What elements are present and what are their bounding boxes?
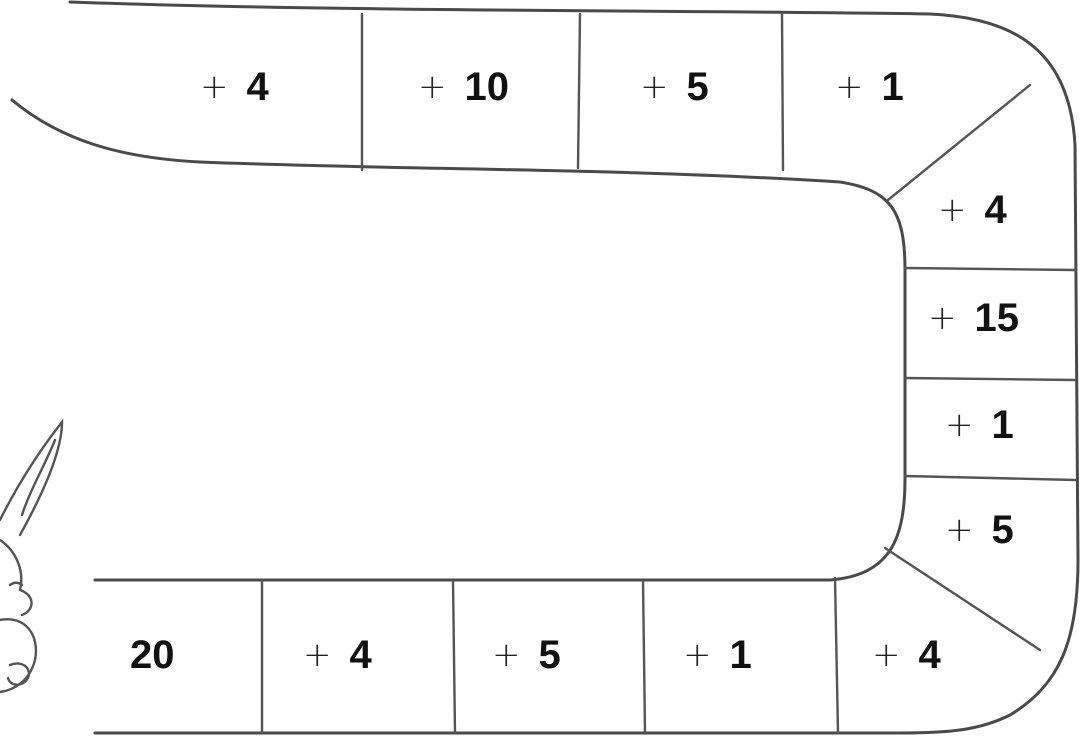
track-cell: +1 (945, 400, 1014, 450)
cell-value: 1 (882, 62, 904, 112)
track-cell: +10 (418, 62, 509, 112)
track-cell: +5 (640, 62, 709, 112)
cell-value: 4 (350, 630, 372, 680)
cell-value: 5 (539, 630, 561, 680)
plus-sign: + (945, 505, 974, 555)
plus-sign: + (938, 185, 967, 235)
cell-value: 4 (919, 630, 941, 680)
plus-sign: + (200, 62, 229, 112)
cell-value: 4 (985, 185, 1007, 235)
plus-sign: + (640, 62, 669, 112)
track-cell: +1 (835, 62, 904, 112)
plus-sign: + (303, 630, 332, 680)
cell-value: 5 (687, 62, 709, 112)
plus-sign: + (945, 400, 974, 450)
cell-value: 10 (465, 62, 510, 112)
cell-value: 15 (975, 293, 1020, 343)
plus-sign: + (872, 630, 901, 680)
cell-value: 1 (992, 400, 1014, 450)
start-space-value: 20 (130, 630, 175, 680)
plus-sign: + (835, 62, 864, 112)
cell-value: 4 (247, 62, 269, 112)
cell-value: 5 (992, 505, 1014, 555)
track-cell: +5 (945, 505, 1014, 555)
track-cell: +1 (683, 630, 752, 680)
track-cell: +15 (928, 293, 1019, 343)
track-cell: +4 (872, 630, 941, 680)
track-cell: +4 (938, 185, 1007, 235)
cell-value: 1 (730, 630, 752, 680)
plus-sign: + (418, 62, 447, 112)
plus-sign: + (683, 630, 712, 680)
bunny-icon (0, 410, 70, 720)
plus-sign: + (928, 293, 957, 343)
plus-sign: + (492, 630, 521, 680)
track-cell: +5 (492, 630, 561, 680)
track-cell: +4 (303, 630, 372, 680)
track-cell: +4 (200, 62, 269, 112)
